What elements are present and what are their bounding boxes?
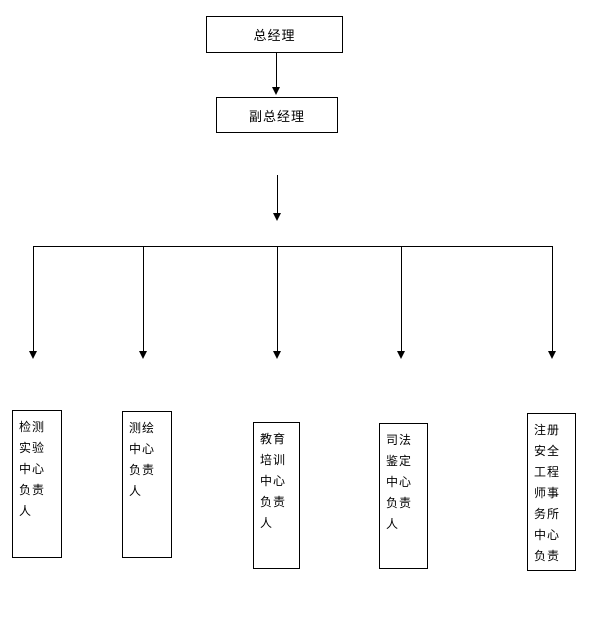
connector-branch-to-dept-5-line [552,246,553,352]
connector-gm-to-dgm-line [276,53,277,88]
node-education-training-center-manager: 教育 培训 中心 负责 人 [253,422,300,569]
arrow-down-icon [29,351,37,359]
arrow-down-icon [139,351,147,359]
connector-branch-to-dept-2-line [143,246,144,352]
node-deputy-general-manager: 副总经理 [216,97,338,133]
arrow-down-icon [397,351,405,359]
arrow-down-icon [548,351,556,359]
arrow-down-icon [273,351,281,359]
arrow-down-icon [272,87,280,95]
connector-branch-to-dept-3-line [277,246,278,352]
node-judicial-appraisal-center-manager: 司法 鉴定 中心 负责 人 [379,423,428,569]
node-general-manager: 总经理 [206,16,343,53]
node-registered-safety-engineer-office-center-manager: 注册 安全 工程 师事 务所 中心 负责 [527,413,576,571]
node-testing-lab-center-manager: 检测 实验 中心 负责 人 [12,410,62,558]
connector-branch-to-dept-1-line [33,246,34,352]
connector-dgm-to-branch-line [277,175,278,214]
arrow-down-icon [273,213,281,221]
branch-horizontal-line [33,246,552,247]
connector-branch-to-dept-4-line [401,246,402,352]
node-surveying-center-manager: 测绘 中心 负责 人 [122,411,172,558]
